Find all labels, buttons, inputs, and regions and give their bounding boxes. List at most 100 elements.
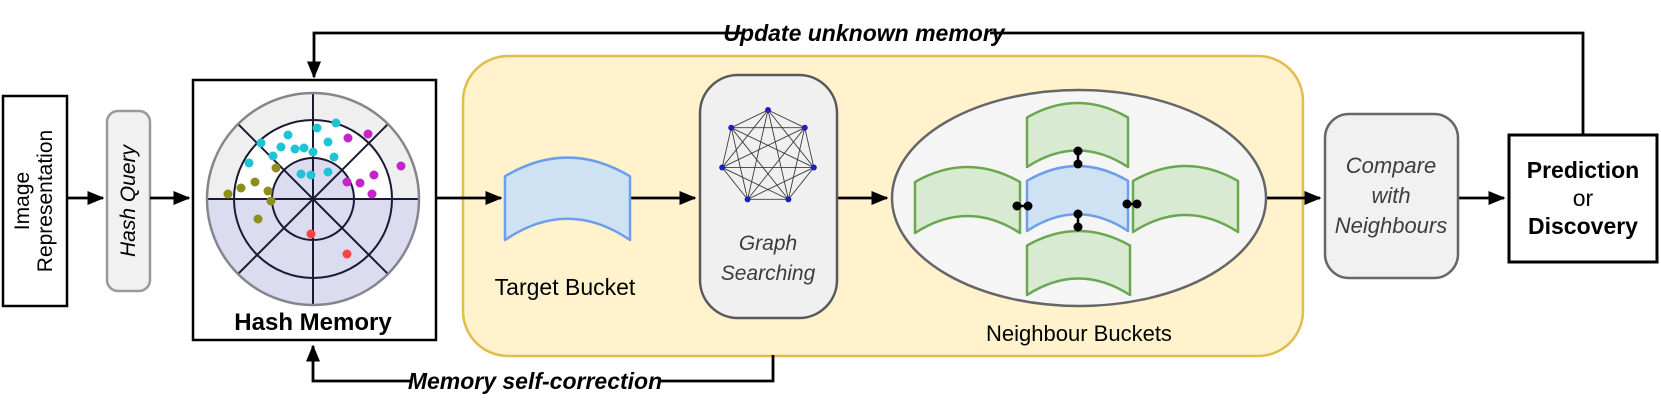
- target-bucket-shape: [503, 156, 632, 242]
- memory-dot-cyan: [331, 118, 341, 128]
- neighbour-bucket-top: [1025, 101, 1130, 169]
- memory-dot-olive: [253, 214, 263, 224]
- graph-edge: [730, 127, 789, 200]
- compare-label-line2: with: [1371, 183, 1410, 208]
- graph-searching-label-line1: Graph: [739, 232, 797, 255]
- graph-node: [785, 196, 792, 203]
- graph-node: [728, 124, 735, 131]
- prediction-box-group: Prediction or Discovery: [1507, 133, 1659, 264]
- prediction-label-line1: Prediction: [1527, 157, 1639, 183]
- graph-edge: [721, 127, 732, 168]
- memory-dot-olive: [271, 163, 281, 173]
- bucket-connector-left-dot: [1023, 201, 1033, 211]
- image-representation-label: Image Representation: [11, 130, 57, 272]
- memory-dot-cyan: [283, 130, 293, 140]
- graph-k7: [719, 107, 817, 203]
- memory-dot-cyan: [256, 138, 266, 148]
- neighbour-bucket-bottom: [1025, 229, 1132, 297]
- memory-dot-red: [306, 229, 316, 239]
- bucket-connectors: [1012, 146, 1142, 232]
- compare-label-line1: Compare: [1346, 153, 1436, 178]
- memory-dot-magenta: [342, 177, 352, 187]
- graph-edge: [721, 127, 805, 168]
- bucket-connector-bottom-dot: [1073, 209, 1083, 219]
- graph-edge: [747, 167, 815, 200]
- memory-dot-magenta: [343, 133, 353, 143]
- memory-dot-cyan: [296, 169, 306, 179]
- bucket-connector-right-dot: [1122, 199, 1132, 209]
- bucket-connector-top-dot: [1073, 146, 1083, 156]
- memory-dot-cyan: [323, 167, 333, 177]
- self-correction-line-right: [660, 355, 775, 383]
- hash-query-label-group: Hash Query: [117, 143, 140, 257]
- graph-node: [810, 164, 817, 171]
- compare-box: [1323, 112, 1460, 280]
- compare-label-line3: Neighbours: [1335, 213, 1448, 238]
- prediction-label-line3: Discovery: [1528, 213, 1638, 239]
- graph-edge: [788, 167, 815, 200]
- memory-dot-cyan: [329, 152, 339, 162]
- image-representation-label-line2: Representation: [34, 130, 57, 272]
- prediction-label-line2: or: [1573, 185, 1594, 211]
- graph-node: [719, 164, 726, 171]
- update-loop: Update unknown memory: [307, 20, 1585, 135]
- memory-dot-cyan: [306, 170, 316, 180]
- graph-edge: [767, 109, 789, 200]
- graph-edge: [747, 109, 769, 200]
- neighbour-buckets-label: Neighbour Buckets: [986, 321, 1172, 346]
- memory-dot-olive: [266, 196, 276, 206]
- bucket-connector-left-dot: [1012, 201, 1022, 211]
- neighbour-buckets: Neighbour Buckets: [890, 88, 1268, 346]
- update-loop-label: Update unknown memory: [723, 20, 1005, 46]
- graph-searching-node: Graph Searching: [698, 73, 839, 320]
- graph-node: [765, 107, 771, 113]
- memory-dot-cyan: [299, 143, 309, 153]
- update-loop-line-left: [307, 31, 742, 79]
- compare-node: Compare with Neighbours: [1323, 112, 1460, 280]
- memory-dot-cyan: [312, 123, 322, 133]
- memory-dot-cyan: [308, 147, 318, 157]
- hash-memory-dots: [223, 118, 406, 259]
- memory-dot-cyan: [276, 142, 286, 152]
- hash-query-label: Hash Query: [117, 143, 140, 257]
- polar-top-outer-ring: [207, 93, 419, 199]
- self-correction-label: Memory self-correction: [408, 368, 662, 394]
- image-representation-label-line1: Image: [11, 172, 34, 230]
- graph-node: [744, 196, 751, 203]
- graph-edge: [767, 109, 815, 168]
- hash-memory-label: Hash Memory: [234, 309, 392, 336]
- memory-dot-magenta: [396, 161, 406, 171]
- self-correction-line-left: [306, 344, 412, 383]
- graph-edge: [721, 167, 789, 200]
- polar-outer-circle: [205, 91, 421, 307]
- memory-dot-magenta: [367, 189, 377, 199]
- memory-dot-olive: [250, 177, 260, 187]
- memory-dot-magenta: [369, 170, 379, 180]
- graph-node: [801, 124, 808, 131]
- memory-dot-magenta: [363, 129, 373, 139]
- prediction-box: [1507, 133, 1659, 264]
- graph-searching-label-line2: Searching: [721, 262, 816, 285]
- target-bucket-label: Target Bucket: [495, 274, 636, 300]
- graph-edge: [787, 127, 806, 200]
- memory-dot-olive: [223, 189, 233, 199]
- memory-dot-magenta: [355, 178, 365, 188]
- hash-query-node: [105, 109, 152, 293]
- hash-memory-polar-chart: [205, 91, 421, 307]
- memory-dot-cyan: [244, 158, 254, 168]
- graph-edge: [731, 109, 769, 129]
- memory-dot-olive: [236, 183, 246, 193]
- graph-edge: [731, 127, 815, 168]
- neighbour-bucket-center: [1025, 164, 1130, 233]
- neighbour-bucket-right: [1131, 164, 1240, 234]
- graph-edge: [804, 127, 815, 168]
- graph-edge: [767, 109, 805, 129]
- neighbour-bucket-left: [913, 165, 1022, 235]
- memory-dot-cyan: [323, 137, 333, 147]
- memory-dot-cyan: [290, 144, 300, 154]
- update-loop-line-right: [990, 31, 1585, 135]
- graph-edge: [730, 127, 749, 200]
- graph-edge: [721, 167, 748, 200]
